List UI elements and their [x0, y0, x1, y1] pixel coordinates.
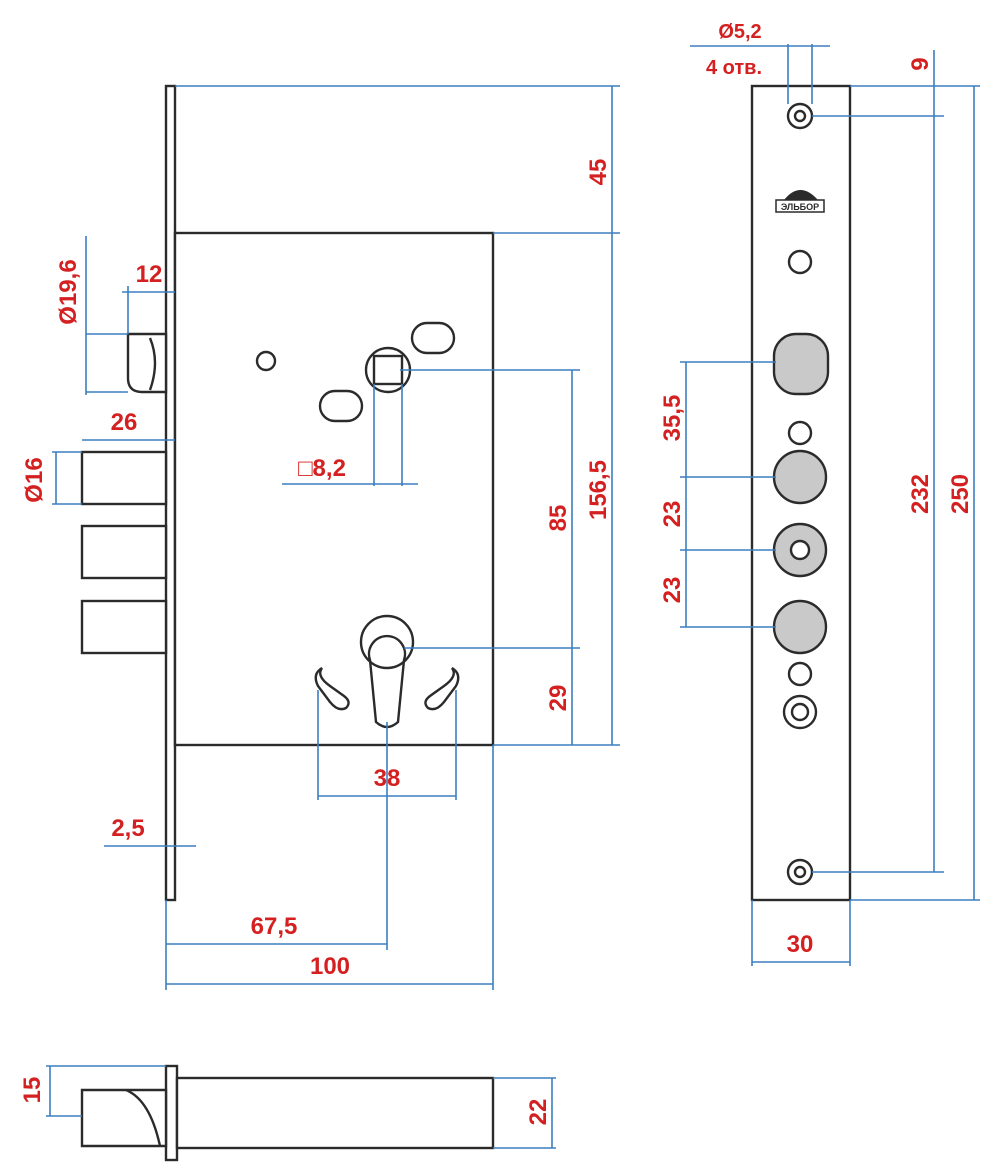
screw-hole-bottom-inner [793, 865, 807, 879]
dim-label-232: 232 [907, 474, 934, 514]
dim-label-bolt-diameter: Ø16 [21, 457, 48, 502]
dim-label-latch-diameter: Ø19,6 [55, 259, 82, 324]
front-view: 45 Ø19,6 12 26 Ø16 □8,2 85 156,5 29 38 2… [21, 84, 620, 990]
dim-label-2-5: 2,5 [111, 815, 144, 842]
bolt-opening-3 [772, 599, 828, 655]
bottom-faceplate [164, 1064, 179, 1162]
bolt-opening-2-center [789, 539, 811, 561]
dim-label-30: 30 [787, 931, 814, 958]
latch-opening [772, 332, 830, 396]
dim-label-45: 45 [585, 159, 612, 186]
screw-slot-left [314, 666, 350, 711]
bottom-case [175, 1076, 495, 1150]
dim-label-250: 250 [947, 474, 974, 514]
latch-bolt [126, 332, 168, 394]
dim-label-29: 29 [545, 685, 572, 712]
brand-logo-text: ЭЛЬБОР [781, 202, 819, 212]
bottom-view: 15 22 [19, 1064, 556, 1162]
bolt-opening-1 [772, 449, 828, 505]
faceplate-view: ЭЛЬБОР Ø5,2 4 отв. 9 35,5 23 [659, 21, 980, 966]
front-faceplate [164, 84, 177, 902]
dim-label-23-b: 23 [659, 577, 686, 604]
dim-label-screw-hole: Ø5,2 [718, 21, 761, 43]
dim-label-26: 26 [111, 409, 138, 436]
case-slot-lower [318, 389, 364, 423]
cylinder-cutout [367, 634, 407, 729]
dim-label-23-a: 23 [659, 501, 686, 528]
faceplate-small-hole-1 [787, 249, 813, 275]
faceplate-small-hole-2 [787, 420, 813, 446]
dim-label-15: 15 [19, 1077, 46, 1104]
deadbolt-1 [80, 450, 168, 506]
dim-label-38: 38 [374, 765, 401, 792]
deadbolt-3 [80, 599, 168, 655]
arch-logo-icon [775, 190, 825, 213]
dim-label-156-5: 156,5 [585, 460, 612, 520]
dim-label-22: 22 [525, 1099, 552, 1126]
bottom-latch [80, 1088, 168, 1148]
logo-plate [775, 199, 825, 213]
dim-label-100: 100 [310, 953, 350, 980]
case-slot-upper [410, 321, 456, 355]
faceplate-ring-hole [782, 694, 818, 730]
dim-label-12: 12 [136, 261, 163, 288]
lock-case [173, 231, 495, 747]
dim-label-hole-count: 4 отв. [706, 57, 762, 79]
cylinder-cam-circle [359, 614, 415, 670]
latch-bevel [148, 337, 157, 391]
faceplate-small-hole-3 [787, 661, 813, 687]
dim-label-67-5: 67,5 [251, 913, 298, 940]
case-small-hole [255, 350, 277, 372]
faceplate-ring-hole-inner [790, 702, 810, 722]
deadbolt-2 [80, 524, 168, 580]
screw-slot-right [424, 666, 460, 711]
dim-label-9: 9 [907, 57, 934, 70]
screw-hole-top-inner [793, 109, 807, 123]
dim-label-35-5: 35,5 [659, 395, 686, 442]
dim-label-85: 85 [545, 505, 572, 532]
dim-label-spindle-square: □8,2 [298, 455, 346, 482]
logo-arch [784, 190, 818, 200]
bottom-latch-bevel [125, 1088, 162, 1147]
